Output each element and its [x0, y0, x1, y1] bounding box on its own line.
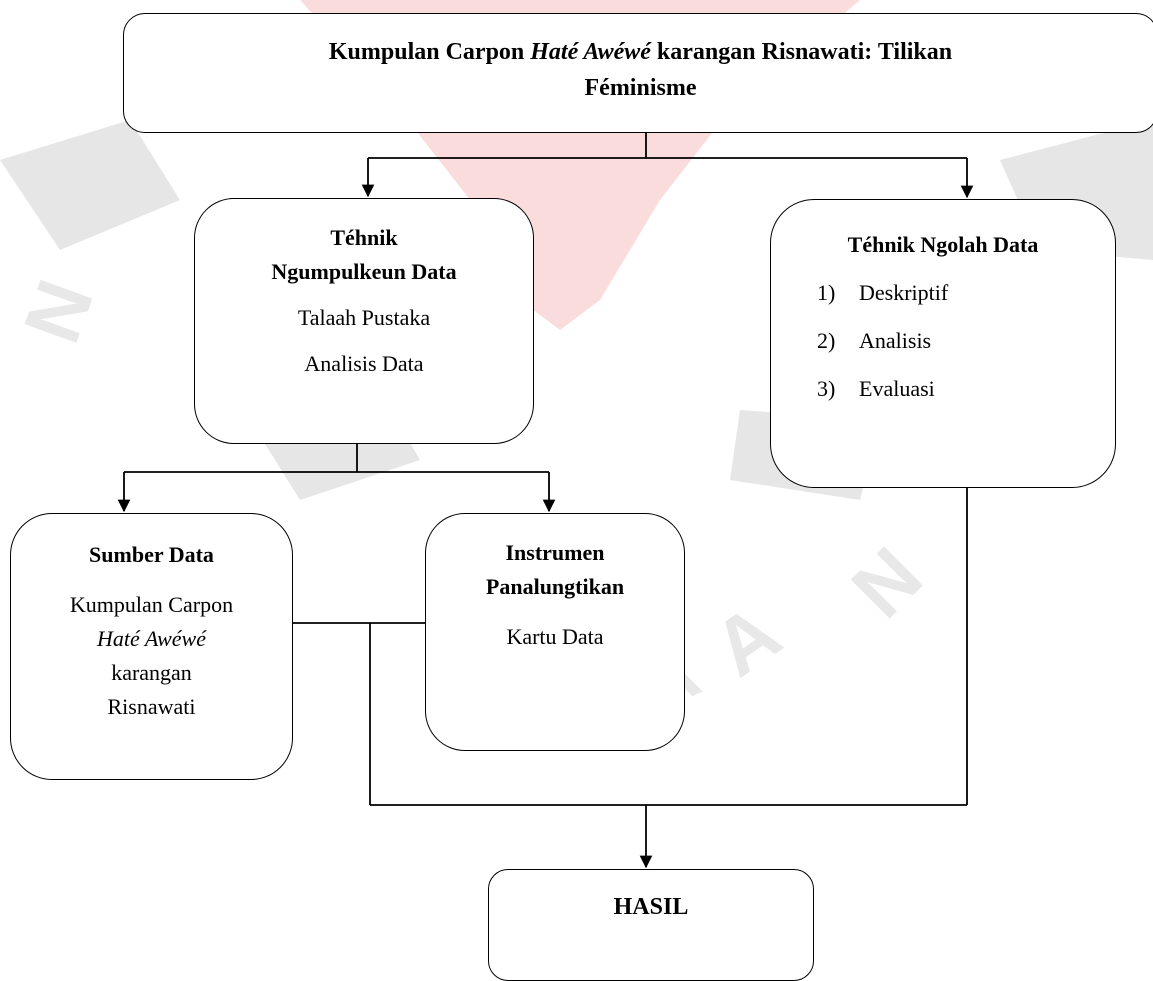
instrument-heading-line-1: Instrumen [505, 540, 605, 565]
research-instrument-box: Instrumen Panalungtikan Kartu Data [425, 513, 685, 751]
process-list-item: 2) Analisis [817, 324, 1115, 358]
process-item-label: Deskriptif [859, 280, 949, 305]
collect-heading-line-1: Téhnik [330, 225, 398, 250]
process-heading: Téhnik Ngolah Data [847, 232, 1039, 257]
instrument-item: Kartu Data [506, 624, 604, 649]
title-box: Kumpulan Carpon Haté Awéwé karangan Risn… [123, 13, 1153, 133]
source-line: Risnawati [107, 694, 196, 719]
result-box: HASIL [488, 869, 814, 981]
title-line-2: Féminisme [584, 75, 697, 101]
process-item-label: Evaluasi [859, 376, 935, 401]
collect-item: Talaah Pustaka [297, 305, 431, 330]
process-item-number: 1) [817, 280, 836, 305]
result-label: HASIL [613, 894, 689, 920]
collect-heading-line-2: Ngumpulkeun Data [271, 259, 457, 284]
data-source-box: Sumber Data Kumpulan Carpon Haté Awéwé k… [10, 513, 293, 780]
title-text-end: karangan Risnawati: Tilikan [650, 39, 953, 65]
source-heading: Sumber Data [89, 542, 214, 567]
process-item-number: 3) [817, 376, 836, 401]
process-item-number: 2) [817, 328, 836, 353]
process-list: 1) Deskriptif 2) Analisis 3) Evaluasi [817, 276, 1115, 406]
title-line-1: Kumpulan Carpon Haté Awéwé karangan Risn… [124, 34, 1153, 70]
process-technique-box: Téhnik Ngolah Data 1) Deskriptif 2) Anal… [770, 199, 1116, 488]
title-text-italic: Haté Awéwé [530, 39, 651, 65]
title-text-start: Kumpulan Carpon [328, 39, 531, 65]
collect-technique-box: Téhnik Ngumpulkeun Data Talaah Pustaka A… [194, 198, 534, 444]
source-line: Kumpulan Carpon [69, 592, 234, 617]
process-list-item: 3) Evaluasi [817, 372, 1115, 406]
process-item-label: Analisis [859, 328, 932, 353]
source-line-italic: Haté Awéwé [97, 626, 206, 651]
collect-item: Analisis Data [304, 351, 424, 376]
instrument-heading-line-2: Panalungtikan [485, 574, 625, 599]
process-list-item: 1) Deskriptif [817, 276, 1115, 310]
source-line: karangan [111, 660, 192, 685]
